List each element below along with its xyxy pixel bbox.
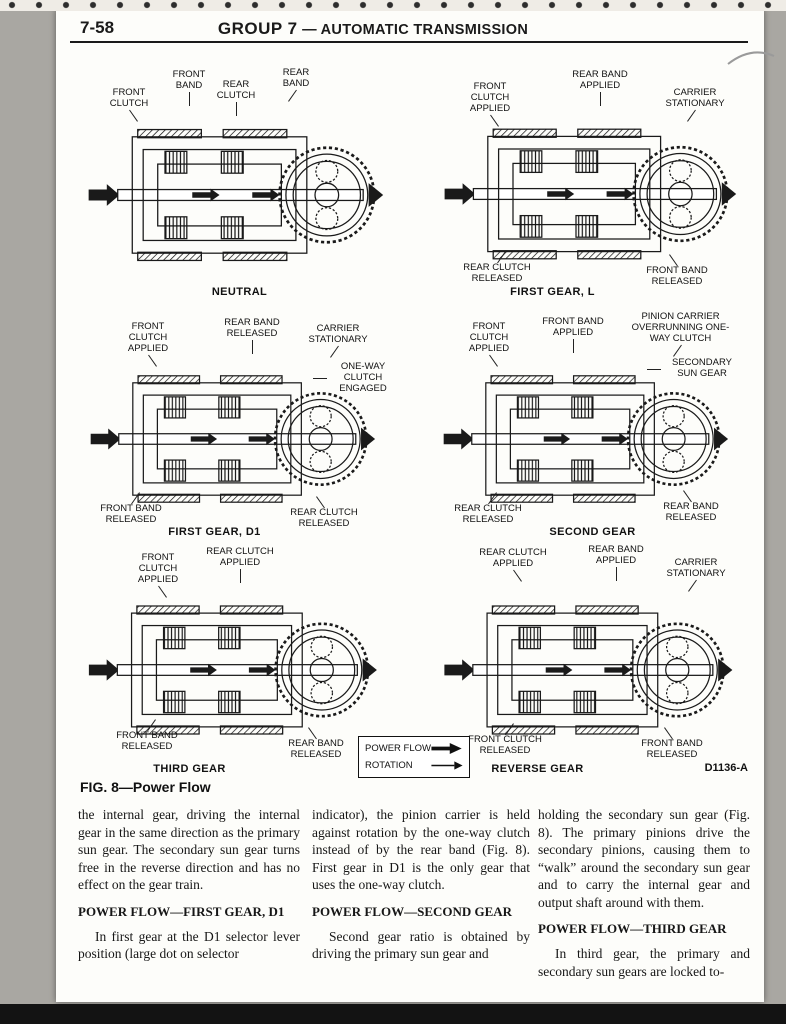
- diagram-caption: FIRST GEAR, D1: [168, 526, 261, 538]
- diagram-label: REAR BAND APPLIED: [565, 69, 635, 106]
- page-header: GROUP 7 — AUTOMATIC TRANSMISSION: [0, 19, 746, 39]
- legend-rotation-label: ROTATION: [365, 760, 413, 771]
- paragraph: In third gear, the primary and secondary…: [538, 946, 750, 979]
- diagram-label: FRONT BAND RELEASED: [637, 265, 717, 288]
- diagram-label: REAR CLUTCH RELEASED: [450, 503, 526, 526]
- figure-code: D1136-A: [704, 762, 748, 774]
- section-heading-second-gear: POWER FLOW—SECOND GEAR: [312, 903, 513, 919]
- figure-title: FIG. 8—Power Flow: [80, 779, 211, 795]
- diagram-label: FRONT BAND APPLIED: [537, 316, 609, 353]
- diagram-label: FRONT BAND RELEASED: [110, 730, 184, 753]
- diagram-label: FRONT CLUTCH APPLIED: [455, 81, 525, 115]
- legend-row-rotation: ROTATION: [365, 757, 463, 774]
- diagram-label: FRONT CLUTCH: [105, 87, 153, 110]
- section-heading-first-gear-d1: POWER FLOW—FIRST GEAR, D1: [78, 903, 285, 919]
- diagram-label: FRONT BAND RELEASED: [633, 738, 711, 761]
- diagram-label: FRONT CLUTCH RELEASED: [465, 734, 545, 757]
- diagram-label: FRONT BAND: [165, 69, 213, 106]
- diagram-label: ONE-WAY CLUTCH ENGAGED: [313, 361, 399, 395]
- diagram-label: CARRIER STATIONARY: [300, 323, 376, 346]
- header-title: — AUTOMATIC TRANSMISSION: [302, 22, 529, 38]
- diagram-label: REAR CLUTCH APPLIED: [475, 547, 551, 570]
- diagram-third-gear: FRONT CLUTCH APPLIED REAR CLUTCH APPLIED…: [72, 545, 407, 777]
- power-flow-arrow-icon: [431, 743, 462, 754]
- diagram-label: REAR BAND: [272, 67, 320, 90]
- paragraph: indicator), the pinion carrier is held a…: [312, 807, 530, 893]
- binding-perforation-strip: [0, 0, 786, 11]
- legend-power-flow-label: POWER FLOW: [365, 743, 431, 754]
- diagram-label: SECONDARY SUN GEAR: [647, 357, 743, 380]
- transmission-cross-section: [442, 374, 730, 504]
- legend: POWER FLOW ROTATION: [358, 736, 470, 778]
- diagram-label: REAR CLUTCH RELEASED: [463, 262, 531, 284]
- page-number: 7-58: [80, 18, 115, 37]
- diagram-caption: NEUTRAL: [211, 286, 268, 298]
- page-curl-mark: [727, 51, 775, 65]
- diagram-label: PINION CARRIER OVERRUNNING ONE-WAY CLUTC…: [623, 311, 738, 345]
- header-rule: [70, 41, 748, 43]
- diagram-label: FRONT CLUTCH APPLIED: [122, 552, 194, 586]
- diagram-label: REAR BAND RELEASED: [653, 501, 729, 524]
- text-column-3: holding the secondary sun gear (Fig. 8).…: [538, 806, 750, 983]
- diagram-caption: REVERSE GEAR: [491, 763, 584, 775]
- legend-row-power-flow: POWER FLOW: [365, 740, 463, 757]
- diagram-label: REAR CLUTCH: [212, 79, 260, 116]
- text-column-1: the internal gear, driving the internal …: [78, 806, 300, 966]
- diagram-label: FRONT BAND RELEASED: [94, 503, 168, 526]
- rotation-arrow-icon: [431, 761, 463, 770]
- diagram-label: FRONT CLUTCH APPLIED: [453, 321, 525, 355]
- diagram-first-gear-d1: FRONT CLUTCH APPLIED REAR BAND RELEASED …: [72, 312, 407, 540]
- diagram-neutral: FRONT CLUTCH FRONT BAND REAR CLUTCH REAR…: [72, 58, 407, 300]
- page-paper: [56, 9, 764, 1002]
- diagram-reverse-gear: REAR CLUTCH APPLIED REAR BAND APPLIED CA…: [425, 544, 760, 777]
- transmission-cross-section: [443, 604, 734, 736]
- scan-bottom-edge: [0, 1004, 786, 1024]
- diagram-label: REAR CLUTCH APPLIED: [202, 546, 278, 583]
- paragraph: Second gear ratio is obtained by driving…: [312, 928, 530, 962]
- paragraph: the internal gear, driving the internal …: [78, 807, 300, 893]
- text-column-2: indicator), the pinion carrier is held a…: [312, 806, 530, 966]
- diagram-label: CARRIER STATIONARY: [657, 557, 735, 580]
- diagram-second-gear: FRONT CLUTCH APPLIED FRONT BAND APPLIED …: [425, 311, 760, 540]
- diagram-label: REAR BAND RELEASED: [215, 317, 289, 354]
- transmission-cross-section: [443, 127, 738, 261]
- paragraph: holding the secondary sun gear (Fig. 8).…: [538, 807, 750, 910]
- diagram-caption: SECOND GEAR: [549, 526, 636, 538]
- diagram-first-gear-l: FRONT CLUTCH APPLIED REAR BAND APPLIED C…: [425, 58, 760, 300]
- paragraph: In first gear at the D1 selector lever p…: [78, 928, 300, 962]
- section-heading-third-gear: POWER FLOW—THIRD GEAR: [538, 921, 727, 937]
- header-group: GROUP 7: [217, 19, 298, 38]
- diagram-caption: THIRD GEAR: [153, 763, 226, 775]
- transmission-cross-section: [87, 128, 385, 262]
- diagram-label: REAR BAND APPLIED: [580, 544, 652, 581]
- diagram-caption: FIRST GEAR, L: [510, 286, 595, 298]
- diagram-label: REAR BAND RELEASED: [277, 738, 355, 761]
- diagram-label: CARRIER STATIONARY: [657, 87, 733, 110]
- transmission-cross-section: [87, 604, 379, 736]
- diagram-label: REAR CLUTCH RELEASED: [284, 507, 364, 530]
- diagram-label: FRONT CLUTCH APPLIED: [112, 321, 184, 355]
